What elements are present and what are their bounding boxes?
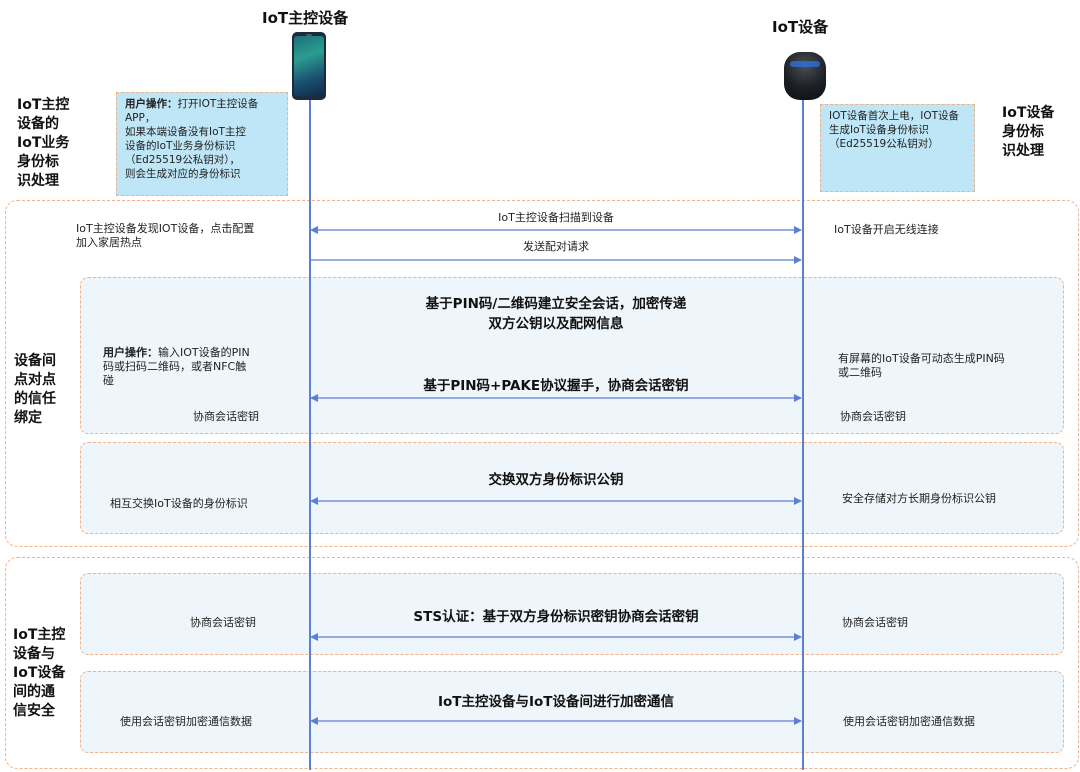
lifeline-right xyxy=(802,100,804,770)
binding-header: 设备间 点对点 的信任 绑定 xyxy=(14,353,56,426)
exchange-panel xyxy=(80,442,1064,534)
actor-left-label: IoT主控设备 xyxy=(262,9,349,27)
identity-left-header: IoT主控 设备的 IoT业务 身份标 识处理 xyxy=(17,97,70,189)
sts-title: STS认证：基于双方身份标识密钥协商会话密钥 xyxy=(413,609,699,625)
sts-right-text: 协商会话密钥 xyxy=(842,616,908,629)
identity-right-header: IoT设备 身份标 识处理 xyxy=(1002,105,1055,159)
binding-section xyxy=(5,200,1079,547)
pake-handshake-label: 基于PIN码+PAKE协议握手，协商会话密钥 xyxy=(423,378,689,394)
exchange-title: 交换双方身份标识公钥 xyxy=(488,472,624,488)
actor-right-label: IoT设备 xyxy=(772,18,829,36)
pin-right-key: 协商会话密钥 xyxy=(840,410,906,423)
msg-pair-label: 发送配对请求 xyxy=(523,240,589,253)
encrypted-title: IoT主控设备与IoT设备间进行加密通信 xyxy=(437,694,674,710)
exchange-left-text: 相互交换IoT设备的身份标识 xyxy=(110,497,248,510)
encrypted-panel xyxy=(80,671,1064,753)
left-user-note: 用户操作：打开IOT主控设备APP， 如果本端设备没有IoT主控 设备的IoT业… xyxy=(116,92,288,196)
sts-left-text: 协商会话密钥 xyxy=(190,616,256,629)
right-device-note: IOT设备首次上电，IOT设备生成IoT设备身份标识（Ed25519公私钥对） xyxy=(820,104,975,192)
phone-icon xyxy=(292,32,326,100)
discovery-right-text: IoT设备开启无线连接 xyxy=(834,223,939,236)
sts-panel xyxy=(80,573,1064,655)
pin-right-text: 有屏幕的IoT设备可动态生成PIN码 或二维码 xyxy=(838,352,1005,379)
pin-user-op: 用户操作：输入IOT设备的PIN 码或扫码二维码，或者NFC触 碰 xyxy=(103,346,250,387)
encrypted-left-text: 使用会话密钥加密通信数据 xyxy=(120,715,252,728)
security-header: IoT主控 设备与 IoT设备 间的通 信安全 xyxy=(13,627,66,719)
security-section xyxy=(5,557,1079,769)
discovery-left-text: IoT主控设备发现IOT设备，点击配置 加入家居热点 xyxy=(76,222,255,249)
pin-left-key: 协商会话密钥 xyxy=(193,410,259,423)
pin-panel xyxy=(80,277,1064,434)
pin-title: 基于PIN码/二维码建立安全会话，加密传递 双方公钥以及配网信息 xyxy=(425,296,687,332)
speaker-icon xyxy=(784,52,826,100)
encrypted-right-text: 使用会话密钥加密通信数据 xyxy=(843,715,975,728)
msg-scan-label: IoT主控设备扫描到设备 xyxy=(498,211,614,224)
exchange-right-text: 安全存储对方长期身份标识公钥 xyxy=(842,492,996,505)
lifeline-left xyxy=(309,100,311,770)
